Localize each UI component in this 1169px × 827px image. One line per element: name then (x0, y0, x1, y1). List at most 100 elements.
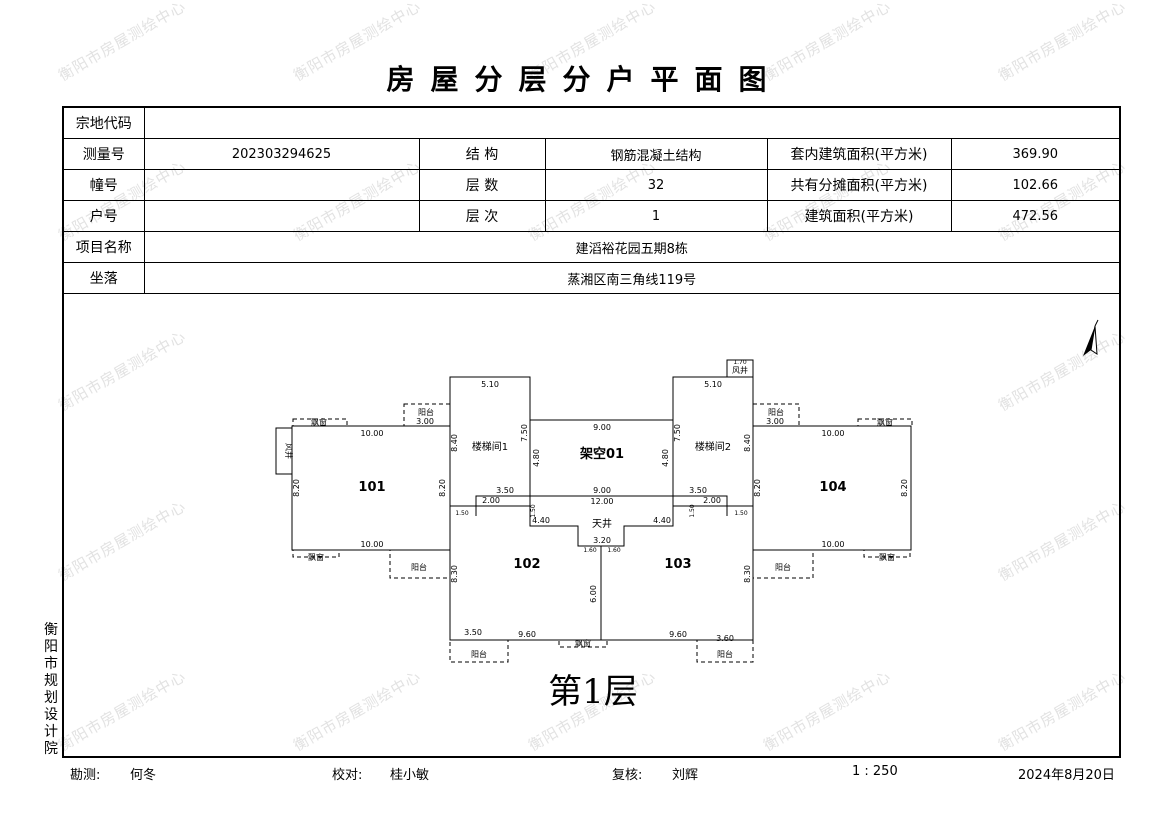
location-value: 蒸湘区南三角线119号 (143, 262, 1120, 294)
bay-window-label: 飘窗 (308, 552, 324, 562)
side-institute-text: 衡阳市规划设计院 (44, 622, 58, 757)
balcony-label: 阳台 (768, 407, 784, 417)
project-value: 建滔裕花园五期8栋 (143, 231, 1120, 263)
floors-label: 层 数 (418, 169, 546, 201)
parcel-code-label: 宗地代码 (64, 108, 145, 139)
courtyard-label: 天井 (592, 517, 612, 530)
inner-area-label: 套内建筑面积(平方米) (766, 138, 952, 170)
balcony-label: 阳台 (775, 562, 791, 572)
room-103-label: 103 (664, 557, 691, 572)
checker-name: 桂小敏 (390, 768, 430, 783)
dim-label: 3.60 (716, 634, 734, 643)
dim-label: 1.50 (689, 504, 696, 518)
location-label: 坐落 (64, 262, 145, 294)
balcony-label: 阳台 (418, 407, 434, 417)
dim-label: 4.40 (532, 516, 550, 525)
room-102-label: 102 (513, 557, 540, 572)
balcony-label: 阳台 (411, 562, 427, 572)
dim-label: 1.60 (607, 547, 621, 554)
bay-window-label: 飘窗 (311, 417, 327, 427)
surveyor-name: 何冬 (130, 768, 157, 783)
balcony-stair-2 (752, 403, 800, 427)
floor-title: 第1层 (548, 672, 638, 712)
building-no-label: 幢号 (64, 169, 145, 201)
page-title: 房屋分层分户平面图 (386, 63, 783, 96)
room-104-label: 104 (819, 480, 846, 495)
dim-label: 8.40 (743, 434, 752, 452)
document-sheet: 宗地代码 测量号 202303294625 结 构 钢筋混凝土结构 套内建筑面积… (62, 106, 1121, 758)
bay-window-104-bottom (863, 549, 911, 558)
balcony-stair-1 (403, 403, 451, 427)
balcony-103 (752, 549, 814, 579)
balcony-label: 阳台 (717, 649, 733, 659)
gross-area-label: 建筑面积(平方米) (766, 200, 952, 232)
shared-area-value: 102.66 (950, 169, 1120, 201)
info-table: 宗地代码 测量号 202303294625 结 构 钢筋混凝土结构 套内建筑面积… (64, 108, 1120, 294)
date-text: 2024年8月20日 (1018, 768, 1115, 783)
unit-no-label: 户号 (64, 200, 145, 232)
bay-window-label: 飘窗 (879, 552, 895, 562)
courtyard-outline (529, 496, 674, 547)
dim-label: 3.50 (689, 486, 707, 495)
dim-label: 5.10 (704, 380, 722, 389)
reviewer-label: 复核: (612, 768, 643, 783)
shared-area-label: 共有分摊面积(平方米) (766, 169, 952, 201)
dim-label: 8.30 (743, 565, 752, 583)
bay-window-101-top (292, 418, 348, 427)
balcony-103-bottom (696, 639, 754, 663)
dim-label: 2.00 (482, 496, 500, 505)
stair-1-outline (449, 376, 531, 507)
inner-area-value: 369.90 (950, 138, 1120, 170)
table-row: 幢号 层 数 32 共有分摊面积(平方米) 102.66 (64, 169, 1120, 201)
jiakong-label: 架空01 (579, 446, 624, 462)
floor-plan: 101 102 103 104 架空01 楼梯间1 楼梯间2 天井 飘窗 飘窗 … (275, 319, 1099, 712)
dim-label: 9.60 (669, 630, 687, 639)
room-101-label: 101 (358, 480, 385, 495)
top-box-label: 风井 (732, 365, 748, 375)
project-label: 项目名称 (64, 231, 145, 263)
table-row: 户号 层 次 1 建筑面积(平方米) 472.56 (64, 200, 1120, 232)
dim-label: 10.00 (822, 540, 845, 549)
unit-no-value (143, 200, 420, 232)
dim-label: 9.00 (593, 486, 611, 495)
dim-label: 3.00 (766, 417, 784, 426)
air-shaft-label: 风井 (284, 443, 294, 459)
dim-label: 9.00 (593, 423, 611, 432)
top-box-outline (726, 359, 754, 378)
surveyor-label: 勘测: (70, 768, 101, 783)
balcony-label: 阳台 (471, 649, 487, 659)
balcony-102 (389, 549, 451, 579)
dim-label: 8.20 (438, 479, 447, 497)
dim-label: 4.40 (653, 516, 671, 525)
dim-label: 8.30 (450, 565, 459, 583)
north-arrow-icon (1083, 319, 1099, 356)
dim-label: 3.50 (464, 628, 482, 637)
table-row: 坐落 蒸湘区南三角线119号 (64, 262, 1120, 294)
floor-label: 层 次 (418, 200, 546, 232)
dim-label: 1.50 (734, 510, 748, 517)
scale-text: 1 : 250 (852, 764, 898, 779)
dim-label: 1.50 (530, 504, 537, 518)
stair-2-label: 楼梯间2 (695, 440, 731, 453)
checker-label: 校对: (332, 768, 363, 783)
survey-no-label: 测量号 (64, 138, 145, 170)
dim-label: 12.00 (591, 497, 614, 506)
dim-label: 9.60 (518, 630, 536, 639)
structure-value: 钢筋混凝土结构 (544, 138, 768, 170)
survey-no-value: 202303294625 (143, 138, 420, 170)
bay-window-102-103 (558, 639, 608, 648)
dim-label: 4.80 (532, 449, 541, 467)
structure-label: 结 构 (418, 138, 546, 170)
dim-label: 8.20 (292, 479, 301, 497)
balcony-102-bottom (449, 639, 509, 663)
unit-104-outline (752, 425, 912, 551)
table-row: 项目名称 建滔裕花园五期8栋 (64, 231, 1120, 263)
dim-label: 10.00 (361, 540, 384, 549)
dim-label: 2.00 (703, 496, 721, 505)
reviewer-name: 刘辉 (672, 768, 699, 783)
dim-label: 10.00 (361, 429, 384, 438)
bay-window-label: 飘窗 (575, 638, 591, 648)
bay-window-label: 飘窗 (877, 417, 893, 427)
dim-label: 10.00 (822, 429, 845, 438)
bay-window-104-top (857, 418, 913, 427)
